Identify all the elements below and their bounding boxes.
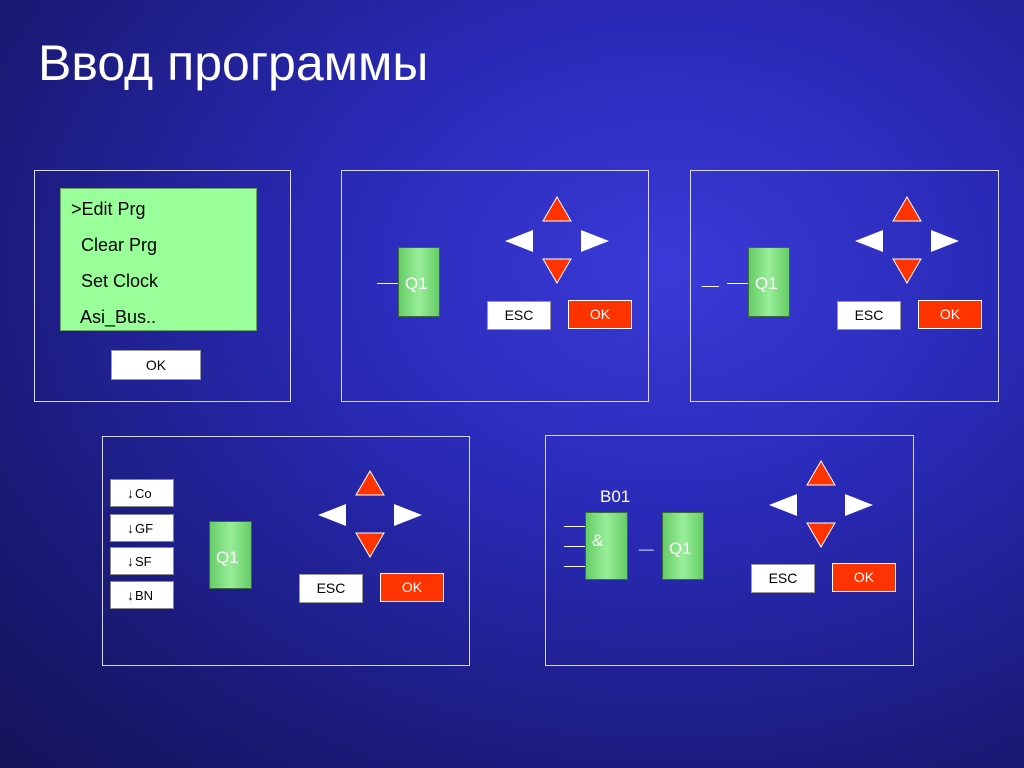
block-label: B01	[600, 487, 631, 506]
cursor-mark: __	[639, 536, 654, 551]
down-arrow-icon: ↓	[127, 520, 134, 536]
page-title: Ввод программы	[38, 35, 429, 91]
left-arrow-icon	[769, 494, 797, 516]
signal-co-button[interactable]: ↓ Co	[110, 479, 174, 507]
left-arrow-icon	[855, 230, 883, 252]
up-arrow-icon	[806, 460, 836, 486]
up-arrow-icon	[892, 196, 922, 222]
and-block[interactable]: &	[585, 512, 628, 580]
esc-button[interactable]: ESC	[837, 301, 901, 330]
arrow-pad	[318, 470, 422, 558]
down-arrow-icon	[806, 522, 836, 548]
left-arrow-icon	[318, 504, 346, 526]
output-block-q1[interactable]: Q1	[209, 521, 252, 589]
menu-item-set-clock[interactable]: Set Clock	[71, 271, 159, 291]
panel-signal-select: ↓ Co ↓ GF ↓ SF ↓ BN Q1 ESC OK	[102, 436, 470, 666]
ok-button[interactable]: OK	[380, 573, 444, 602]
ok-button[interactable]: OK	[918, 300, 982, 329]
down-arrow-icon: ↓	[127, 587, 134, 603]
menu-item-clear-prg[interactable]: Clear Prg	[71, 235, 158, 255]
panel-q1-select: Q1 ESC OK	[341, 170, 649, 402]
output-block-q1[interactable]: Q1	[398, 247, 440, 317]
left-arrow-icon	[505, 230, 533, 252]
signal-gf-button[interactable]: ↓ GF	[110, 514, 174, 542]
cursor-mark: __	[702, 271, 719, 288]
arrow-pad	[505, 196, 609, 284]
up-arrow-icon	[355, 470, 385, 496]
ok-button[interactable]: OK	[111, 350, 201, 380]
input-line	[377, 283, 399, 284]
panel-and-block: B01 & __ Q1 ESC OK	[545, 435, 914, 666]
ok-button[interactable]: OK	[832, 563, 896, 592]
esc-button[interactable]: ESC	[299, 574, 363, 603]
output-block-q1[interactable]: Q1	[748, 247, 790, 317]
right-arrow-icon	[394, 504, 422, 526]
right-arrow-icon	[931, 230, 959, 252]
down-arrow-icon	[892, 258, 922, 284]
signal-bn-button[interactable]: ↓ BN	[110, 581, 174, 609]
down-arrow-icon	[355, 532, 385, 558]
up-arrow-icon	[542, 196, 572, 222]
input-line-1	[564, 526, 586, 527]
down-arrow-icon: ↓	[127, 485, 134, 501]
arrow-pad	[769, 460, 873, 548]
down-arrow-icon	[542, 258, 572, 284]
panel-menu: >Edit Prg Clear Prg Set Clock Asi_Bus.. …	[34, 170, 291, 402]
esc-button[interactable]: ESC	[487, 301, 551, 330]
right-arrow-icon	[845, 494, 873, 516]
ok-button[interactable]: OK	[568, 300, 632, 329]
menu-item-edit-prg[interactable]: >Edit Prg	[71, 199, 146, 219]
panel-q1-cursor: __ Q1 ESC OK	[690, 170, 999, 402]
menu-item-asi-bus[interactable]: Asi_Bus..	[71, 307, 157, 327]
output-block-q1[interactable]: Q1	[662, 512, 704, 580]
esc-button[interactable]: ESC	[751, 564, 815, 593]
right-arrow-icon	[581, 230, 609, 252]
signal-sf-button[interactable]: ↓ SF	[110, 547, 174, 575]
input-line-2	[564, 546, 586, 547]
input-line-3	[564, 566, 586, 567]
down-arrow-icon: ↓	[127, 553, 134, 569]
lcd-display: >Edit Prg Clear Prg Set Clock Asi_Bus..	[60, 188, 257, 331]
arrow-pad	[855, 196, 959, 284]
input-line	[727, 283, 749, 284]
